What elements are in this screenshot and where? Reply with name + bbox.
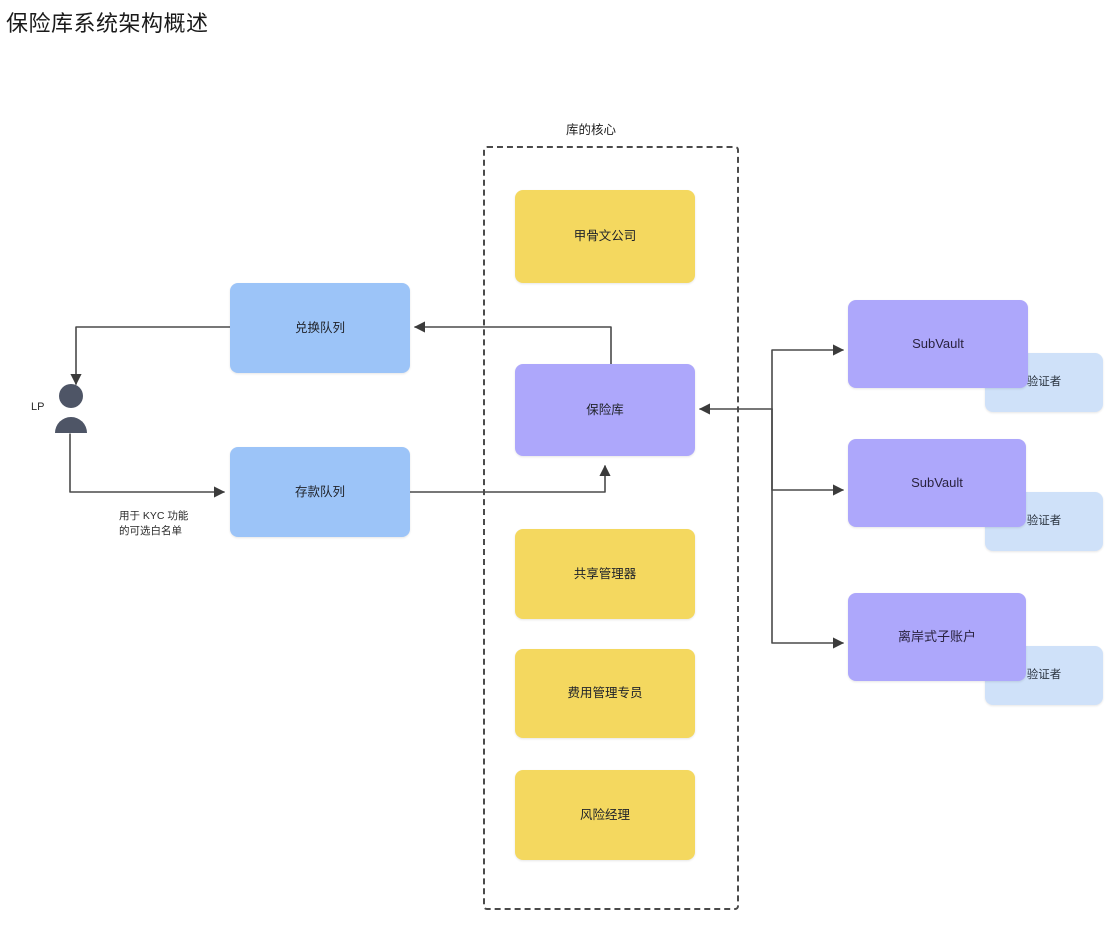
wire-trunk-to-subvault-1 — [771, 344, 845, 410]
lp-actor-icon[interactable] — [52, 383, 90, 435]
node-redemption-queue[interactable]: 兑换队列 — [230, 283, 410, 373]
node-deposit-queue[interactable]: 存款队列 — [230, 447, 410, 537]
core-container-caption: 库的核心 — [566, 123, 617, 137]
person-icon — [55, 384, 87, 433]
node-vault[interactable]: 保险库 — [515, 364, 695, 456]
node-risk-manager[interactable]: 风险经理 — [515, 770, 695, 860]
page-title: 保险库系统架构概述 — [6, 11, 209, 36]
wire-redemption-queue-to-lp — [70, 326, 231, 386]
wire-trunk-to-subvault-3 — [771, 408, 845, 649]
wire-trunk-to-subvault-2 — [771, 408, 845, 496]
wire-lp-to-deposit-queue — [69, 433, 226, 498]
node-share-manager[interactable]: 共享管理器 — [515, 529, 695, 619]
node-subvault-1[interactable]: SubVault — [848, 300, 1028, 388]
edge-label-kyc-whitelist: 用于 KYC 功能的可选白名单 — [119, 510, 189, 538]
node-fee-manager[interactable]: 费用管理专员 — [515, 649, 695, 738]
node-oracle[interactable]: 甲骨文公司 — [515, 190, 695, 283]
core-container-dashed-box — [483, 146, 739, 910]
node-subvault-3[interactable]: 离岸式子账户 — [848, 593, 1026, 681]
lp-actor-label: LP — [31, 401, 45, 413]
node-subvault-2[interactable]: SubVault — [848, 439, 1026, 527]
